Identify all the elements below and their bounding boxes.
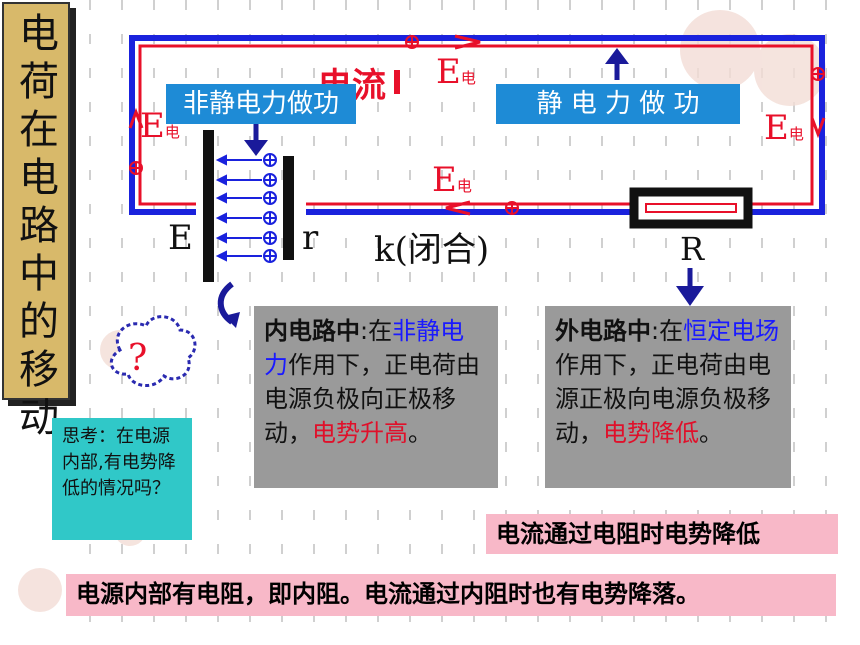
- emf-label: E: [168, 218, 193, 258]
- outer-text-a: :在: [651, 317, 684, 345]
- inner-text-c: 。: [408, 419, 432, 447]
- thought-cloud: [109, 315, 197, 387]
- current-arrow-top: [454, 34, 481, 50]
- internal-resistance-label: r: [302, 218, 319, 258]
- outer-text-c: 。: [699, 419, 723, 447]
- battery-negative-plate: [203, 130, 214, 282]
- title-char: 中: [19, 251, 59, 297]
- vertical-title: 电 荷 在 电 路 中 的 移 动: [16, 10, 62, 442]
- current-arrow-bottom: [445, 200, 471, 216]
- inner-circuit-box: 内电路中:在非静电力作用下，正电荷由电源负极向正极移动，电势升高。: [254, 306, 498, 488]
- outer-highlight-blue: 恒定电场: [683, 317, 780, 345]
- nonstatic-work-label: 非静电力做功: [166, 84, 356, 124]
- title-char: 荷: [19, 59, 59, 105]
- wire-plus-charges: [129, 35, 825, 215]
- title-char: 路: [19, 203, 59, 249]
- battery-positive-plate: [283, 156, 294, 260]
- wire-loop-blue: [129, 35, 825, 215]
- internal-drop-note: 电源内部有电阻，即内阻。电流通过内阻时也有电势降落。: [66, 574, 836, 616]
- inner-text-b: 作用下，正电荷由电源负极向正极移动，: [264, 351, 480, 447]
- current-arrow-left: [128, 107, 144, 129]
- inner-text-a: :在: [360, 317, 393, 345]
- title-char: 移: [19, 347, 59, 393]
- resistor-drop-note: 电流通过电阻时电势降低: [486, 514, 838, 554]
- outer-text-b: 作用下，正电荷由电源正极向电源负极移动，: [555, 351, 771, 447]
- current-bar: [394, 70, 400, 94]
- battery-plus-charges: [263, 153, 277, 263]
- inner-highlight-red: 电势升高: [312, 419, 408, 447]
- outer-highlight-red: 电势降低: [603, 419, 699, 447]
- question-mark: ?: [128, 338, 148, 379]
- outer-heading: 外电路中: [555, 317, 651, 345]
- title-char: 在: [19, 107, 59, 153]
- outer-circuit-box: 外电路中:在恒定电场作用下，正电荷由电源正极向电源负极移动，电势降低。: [545, 306, 791, 488]
- internal-field-arrows: [215, 154, 262, 262]
- resistor-label: R: [680, 230, 705, 268]
- wire-loop-red: [138, 44, 814, 206]
- switch-label: k(闭合): [374, 230, 490, 270]
- current-arrow-right: [810, 117, 826, 139]
- static-work-label: 静 电 力 做 功: [496, 84, 740, 124]
- title-char: 的: [19, 299, 59, 345]
- field-label-top: E电: [436, 52, 476, 92]
- title-char: 电: [19, 155, 59, 201]
- think-question-box: 思考：在电源内部,有电势降低的情况吗？: [52, 418, 192, 540]
- vertical-title-panel: 电 荷 在 电 路 中 的 移 动: [2, 2, 70, 441]
- field-label-right: E电: [764, 108, 804, 148]
- field-label-left: E电: [140, 106, 180, 146]
- inner-highlight-blue: 非静电力: [264, 317, 465, 379]
- title-char: 电: [19, 11, 59, 57]
- field-label-bottom: E电: [432, 160, 472, 200]
- inner-heading: 内电路中: [264, 317, 360, 345]
